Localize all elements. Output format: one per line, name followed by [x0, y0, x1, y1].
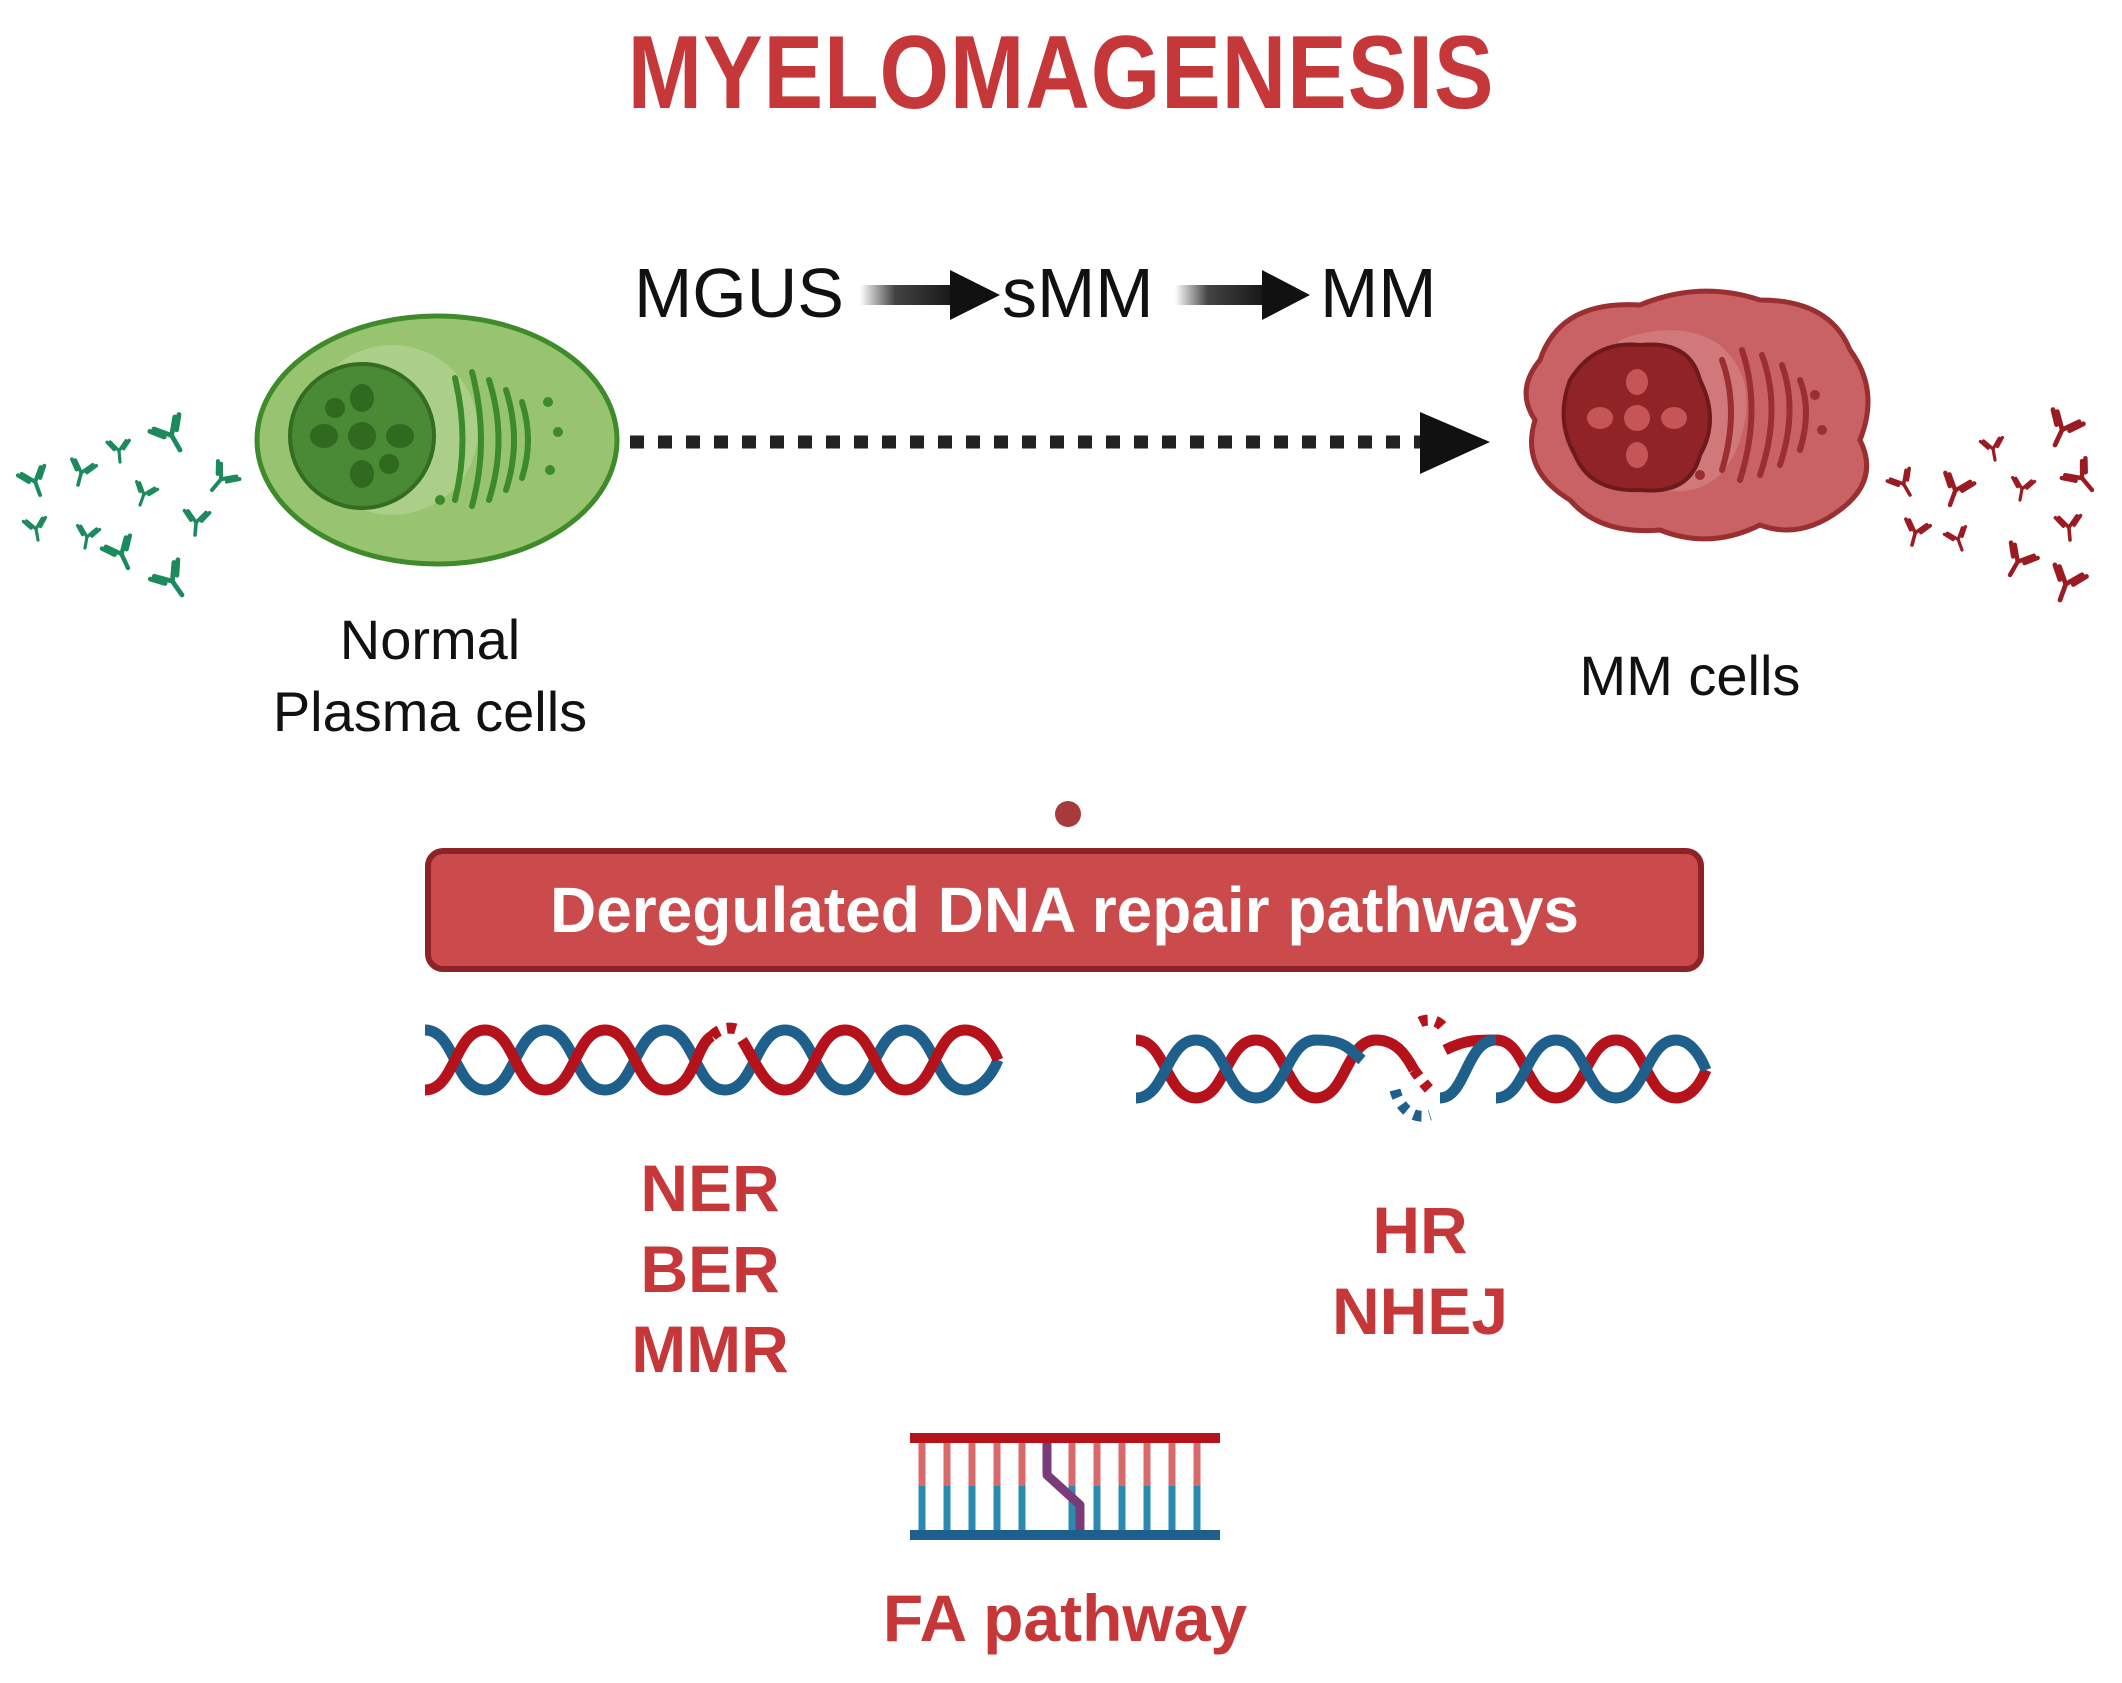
normal-antibodies	[15, 415, 242, 605]
pathway-ner: NER	[640, 1151, 780, 1225]
pathway-nhej: NHEJ	[1331, 1273, 1509, 1348]
normal-cell-label-line-1: Normal	[339, 608, 521, 671]
stage-arrow-1	[860, 270, 1000, 320]
pathway-ber: BER	[640, 1231, 780, 1306]
mm-cell	[1523, 288, 1871, 542]
dna-helix-left	[424, 1022, 1004, 1096]
stage-mm: MM	[1320, 254, 1437, 332]
dna-repair-banner-text: Deregulated DNA repair pathways	[549, 874, 1580, 946]
mm-antibodies	[1885, 410, 2103, 606]
pathway-fa: FA pathway	[882, 1581, 1248, 1655]
stage-mgus: MGUS	[634, 254, 844, 332]
dna-repair-banner: Deregulated DNA repair pathways	[425, 848, 1704, 972]
fa-crosslink-ladder	[910, 1433, 1220, 1540]
normal-plasma-cell	[254, 313, 620, 567]
pathway-mmr: MMR	[631, 1312, 789, 1387]
normal-cell-label-line-2: Plasma cells	[272, 679, 588, 743]
normal-cell-label: Normal Plasma cells	[230, 604, 630, 747]
mm-cell-label: MM cells	[1579, 644, 1801, 707]
dna-helix-right	[1135, 1014, 1712, 1122]
banner-connector	[1055, 500, 1081, 827]
stage-smm: sMM	[1002, 254, 1154, 332]
pathway-hr: HR	[1372, 1193, 1468, 1267]
progression-arrow	[630, 412, 1490, 474]
right-pathway-list: HR NHEJ	[1270, 1190, 1570, 1351]
diagram-title: MYELOMAGENESIS	[627, 15, 1495, 131]
stage-arrow-2	[1175, 270, 1310, 320]
left-pathway-list: NER BER MMR	[560, 1148, 860, 1390]
